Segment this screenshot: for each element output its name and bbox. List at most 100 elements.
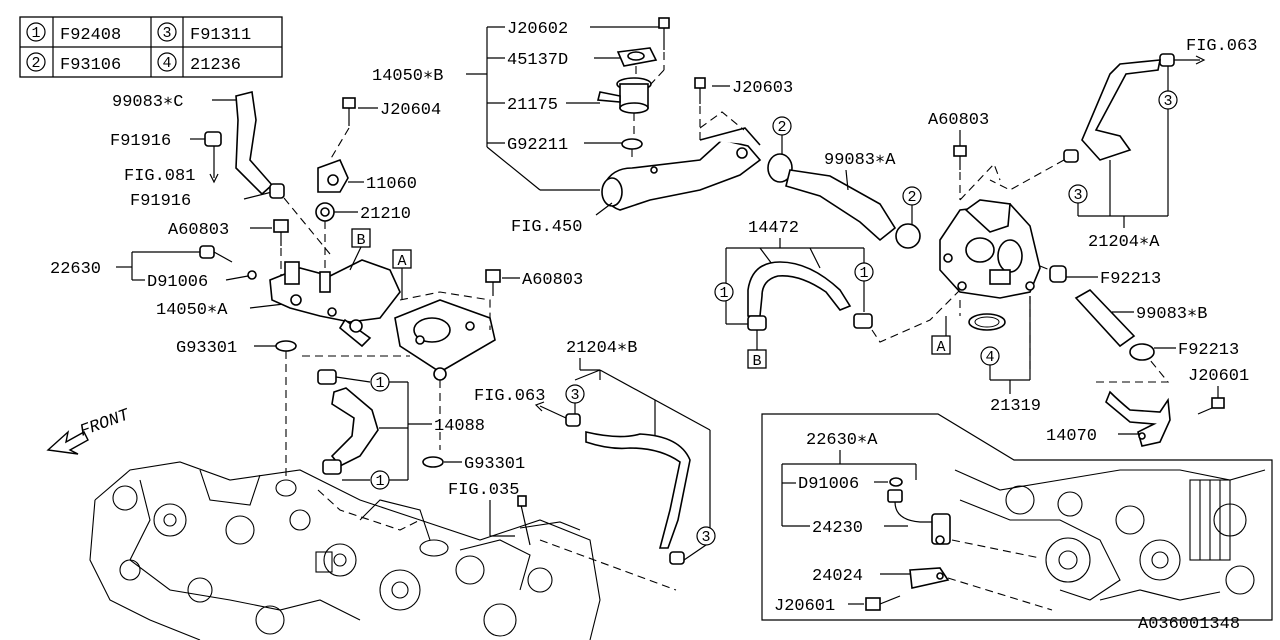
fig-ref-fig081: FIG.081	[124, 167, 195, 186]
clamp	[317, 369, 337, 385]
sensor-22630	[199, 245, 215, 259]
clamp	[322, 459, 342, 475]
thermostat-housing-21175	[596, 77, 652, 114]
gasket-g92211	[621, 138, 643, 150]
legend-code: F91311	[190, 26, 251, 45]
egr-valve-body	[939, 199, 1041, 299]
bolt-j20604	[342, 97, 356, 109]
legend-num: 3	[162, 25, 171, 42]
part-label-a60803: A60803	[522, 271, 583, 290]
hose-99083b-group: F92213 99083∗B F92213	[1039, 265, 1239, 383]
bolt-j20603	[694, 77, 706, 104]
fig-ref-fig450: FIG.450	[511, 218, 582, 237]
legend-code: 21236	[190, 56, 241, 75]
legend-code: F93106	[60, 56, 121, 75]
gasket-21236	[968, 313, 1006, 331]
part-label-g93301: G93301	[464, 455, 525, 474]
clip-f91916	[204, 131, 222, 147]
part-label-j20602: J20602	[507, 20, 568, 39]
fig-ref-fig063: FIG.063	[1186, 37, 1257, 56]
part-label-21319: 21319	[990, 397, 1041, 416]
breather-hose-21204b-group: 21204∗B 3 FIG.063 3	[474, 339, 716, 591]
pipe-14070-group: J20601 14070	[1046, 367, 1249, 447]
part-label-j20603: J20603	[732, 79, 793, 98]
part-label-99083a: 99083∗A	[824, 151, 896, 170]
ref-marker-b: B	[752, 353, 761, 370]
gasket-g93301	[275, 340, 297, 352]
part-label-d91006: D91006	[798, 475, 859, 494]
clamp-f92213-b	[1129, 343, 1155, 361]
part-label-14050a: 14050∗A	[156, 301, 228, 320]
throttle-group: A60803 A 4 21319	[928, 111, 1041, 416]
bolt-a60803-b	[485, 269, 501, 283]
fig-ref-fig063: FIG.063	[474, 387, 545, 406]
callout-num: 2	[777, 119, 786, 136]
part-label-14050b: 14050∗B	[372, 67, 443, 86]
front-arrow: FRONT	[46, 406, 133, 455]
clamp	[1063, 149, 1079, 163]
ref-marker-a: A	[936, 339, 945, 356]
legend-num: 1	[31, 25, 40, 42]
legend-table: 1 F92408 3 F91311 2 F93106 4 21236	[19, 16, 283, 78]
callout-num: 3	[701, 529, 710, 546]
sensor-inset: 22630∗A D91006 24230 24024 J20601	[761, 413, 1273, 621]
part-label-99083b: 99083∗B	[1136, 305, 1207, 324]
part-label-f92213: F92213	[1100, 270, 1161, 289]
pipe-14070	[1105, 390, 1171, 447]
callout-num: 1	[719, 285, 728, 302]
callout-num: 1	[375, 473, 384, 490]
callout-num: 1	[375, 375, 384, 392]
part-label-21204a: 21204∗A	[1088, 233, 1160, 252]
part-label-j20604: J20604	[380, 101, 441, 120]
hose-21204a	[1081, 59, 1161, 161]
clamp	[853, 313, 873, 329]
part-label-99083c: 99083∗C	[112, 93, 183, 112]
clamp	[747, 315, 767, 331]
hose-21204b	[585, 430, 691, 549]
clamp-f92213	[1049, 265, 1067, 283]
part-label-a60803: A60803	[928, 111, 989, 130]
bolt-a60803	[273, 219, 289, 233]
bolt-a60803-c	[953, 145, 967, 157]
part-label-24024: 24024	[812, 567, 863, 586]
gasket-g93301-b	[422, 456, 444, 468]
bolt-j20601-b	[865, 597, 881, 611]
part-label-14088: 14088	[434, 417, 485, 436]
engine-block-illustration	[89, 461, 601, 640]
front-label: FRONT	[78, 406, 133, 442]
filler-cap-45137d	[616, 47, 658, 67]
part-label-21175: 21175	[507, 96, 558, 115]
callout-num: 1	[859, 265, 868, 282]
clamp	[895, 223, 921, 249]
hose-14472-group: 14472 1 1 B	[714, 219, 961, 370]
breather-hose-21204a-group: FIG.063 3 3 21204∗A	[989, 37, 1257, 252]
clamp	[1159, 53, 1175, 67]
engine-detail	[954, 469, 1266, 601]
ref-marker-b: B	[356, 232, 365, 249]
part-label-j20601: J20601	[774, 597, 835, 616]
part-label-11060: 11060	[366, 175, 417, 194]
fig-ref-fig035: FIG.035	[448, 481, 519, 500]
part-label-f91916: F91916	[130, 192, 191, 211]
part-label-14472: 14472	[748, 219, 799, 238]
part-label-f92213: F92213	[1178, 341, 1239, 360]
clip-f91916-lower	[269, 183, 285, 199]
clamp	[767, 153, 793, 183]
callout-num: 3	[1073, 187, 1082, 204]
ref-marker-a: A	[397, 253, 406, 270]
part-label-f91916: F91916	[110, 132, 171, 151]
part-label-d91006: D91006	[147, 273, 208, 292]
hose-99083a	[785, 169, 897, 242]
part-label-g93301: G93301	[176, 339, 237, 358]
hose-14088-group: 1 14088 1 G93301	[317, 369, 525, 531]
hose-14472	[747, 261, 852, 317]
legend-code: F92408	[60, 26, 121, 45]
hose-99083a-group: 2 99083∗A 2	[767, 116, 922, 249]
hose-14088	[330, 387, 379, 468]
left-hose-group: 99083∗C F91916 FIG.081 F91916 J20604 110…	[50, 91, 583, 480]
legend-num: 4	[162, 55, 171, 72]
legend-num: 2	[31, 55, 40, 72]
part-label-g92211: G92211	[507, 136, 568, 155]
